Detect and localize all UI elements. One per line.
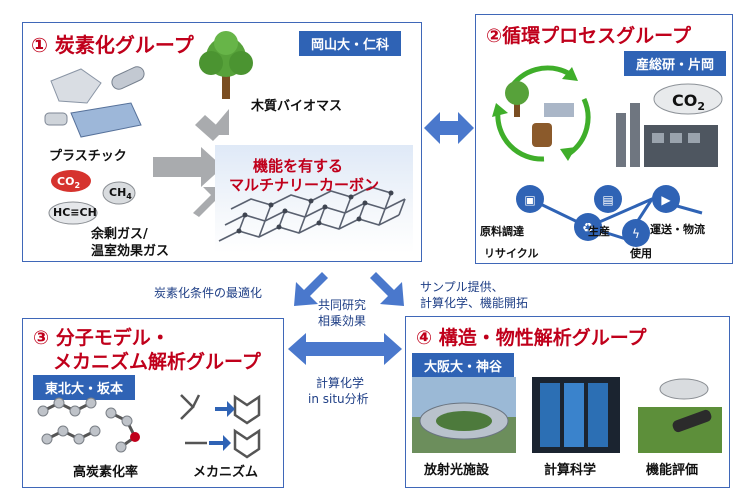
joint-research-label: 共同研究 <box>318 298 367 312</box>
functional-evaluation-label: 機能評価 <box>646 463 699 478</box>
lifecycle-label-use: 使用 <box>630 247 652 260</box>
synchrotron-facility-icon <box>412 377 516 453</box>
input-arrows-icon <box>153 109 229 217</box>
gas-molecules-icon <box>48 170 136 225</box>
calc-chemistry-label: 計算化学 <box>316 376 365 390</box>
high-carbon-rate-label: 高炭素化率 <box>73 465 139 480</box>
acetylene-molecule-label: HC≡CH <box>53 206 97 219</box>
svg-text:▣: ▣ <box>524 193 535 207</box>
computational-science-label: 計算科学 <box>544 463 597 478</box>
lifecycle-label-logistics: 運送・物流 <box>650 223 705 236</box>
carbonization-optimization-note: 炭素化条件の最適化 <box>154 286 263 300</box>
diagonal-arrow-right-icon <box>370 268 404 306</box>
structure-analysis-group-title: ④ 構造・物性解析グループ <box>416 327 647 349</box>
mechanism-label: メカニズム <box>193 465 259 480</box>
molecular-model-group-title-line1: ③ 分子モデル・ <box>33 327 170 349</box>
carbonization-group-affiliation: 岡山大・仁科 <box>299 31 402 56</box>
functional-evaluation-icon <box>638 378 722 453</box>
co2-cloud-label: CO2 <box>672 91 705 114</box>
in-situ-analysis-label: in situ分析 <box>308 392 369 406</box>
mechanism-diagram-icon <box>180 394 261 459</box>
product-label-line1: 機能を有する <box>253 157 344 175</box>
plastic-waste-icon <box>44 66 145 138</box>
tree-icon <box>199 31 253 99</box>
computational-chemistry-note: 計算化学、機能開拓 <box>420 296 529 310</box>
product-label-line2: マルチナリーカーボン <box>229 176 380 194</box>
circular-process-group-affiliation: 産総研・片岡 <box>624 51 727 76</box>
plastic-label: プラスチック <box>49 149 127 164</box>
carbonization-group-title: ① 炭素化グループ <box>31 33 194 57</box>
synergy-label: 相乗効果 <box>318 314 367 328</box>
molecular-model-group-affiliation: 東北大・坂本 <box>33 375 136 400</box>
lifecycle-label-recycle: リサイクル <box>484 247 539 260</box>
svg-text:▶: ▶ <box>661 193 671 207</box>
molecular-model-group-panel: ③ 分子モデル・ メカニズム解析グループ 東北大・坂本 高炭素化率 メカニズム <box>22 318 284 488</box>
svg-text:ϟ: ϟ <box>632 227 640 241</box>
circular-process-group-title: ②循環プロセスグループ <box>486 25 691 47</box>
lifecycle-chain-icon: ▣ ▤ ♻ ▶ ϟ <box>516 185 703 247</box>
recycle-cycle-icon <box>492 65 591 162</box>
lifecycle-label-sourcing: 原料調達 <box>480 225 524 238</box>
structure-analysis-group-panel: ④ 構造・物性解析グループ 大阪大・神谷 放射光施設 計算科学 機能評価 <box>405 316 730 488</box>
diagonal-arrow-left-icon <box>294 268 328 306</box>
sample-provision-note: サンプル提供、 <box>420 280 504 294</box>
ch4-molecule-label: CH4 <box>109 186 132 202</box>
wood-biomass-label: 木質バイオマス <box>251 99 343 114</box>
structure-analysis-group-affiliation: 大阪大・神谷 <box>412 353 515 378</box>
graphene-lattice-icon <box>218 186 406 242</box>
svg-text:♻: ♻ <box>582 221 594 236</box>
supercomputer-icon <box>532 377 620 453</box>
synchrotron-label: 放射光施設 <box>424 463 490 478</box>
greenhouse-gas-label: 温室効果ガス <box>91 244 170 259</box>
molecular-model-group-title-line2: メカニズム解析グループ <box>53 351 261 373</box>
lifecycle-label-production: 生産 <box>588 225 610 238</box>
factory-icon <box>616 83 723 167</box>
horizontal-double-arrow-bottom-icon <box>288 333 402 365</box>
svg-text:▤: ▤ <box>602 193 613 207</box>
surplus-gas-label: 余剰ガス/ <box>91 227 148 242</box>
co2-molecule-label: CO2 <box>57 175 81 191</box>
circular-process-group-panel: ②循環プロセスグループ 産総研・片岡 CO2 ▣ ▤ ♻ ▶ <box>475 14 733 264</box>
horizontal-double-arrow-top-icon <box>424 112 474 144</box>
carbonization-group-panel: ① 炭素化グループ 岡山大・仁科 木質バイオマス プラスチック CO2 CH4 … <box>22 22 422 262</box>
molecule-models-left-icon <box>37 397 140 453</box>
